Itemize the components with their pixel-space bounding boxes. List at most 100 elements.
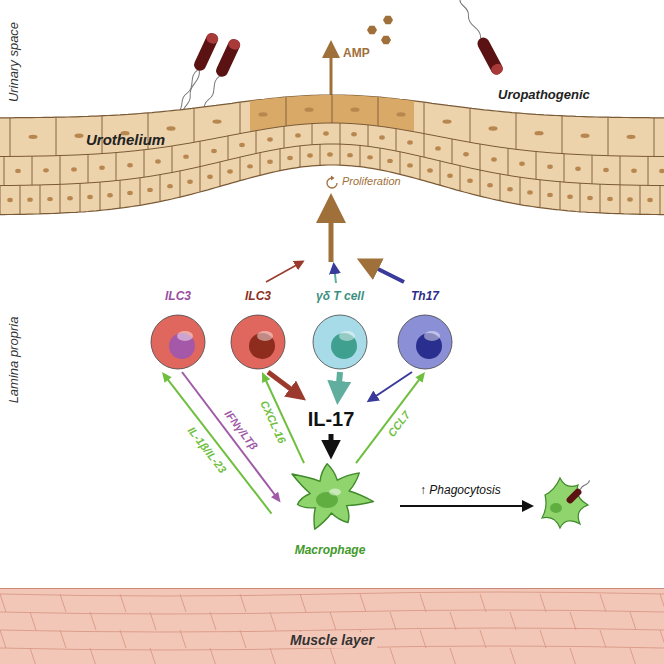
cell-highlight bbox=[339, 331, 355, 341]
cell-nucleus bbox=[47, 197, 53, 201]
cell-border bbox=[284, 126, 285, 148]
cell-border bbox=[500, 174, 501, 201]
immune-cell: ILC3 bbox=[218, 290, 298, 372]
muscle-fiber-line bbox=[390, 648, 396, 664]
cell-nucleus bbox=[387, 159, 393, 163]
cell-nucleus bbox=[379, 135, 385, 139]
cell-border bbox=[564, 154, 565, 182]
cell-nucleus bbox=[351, 107, 360, 111]
text-label: ↑ Phagocytosis bbox=[420, 484, 501, 498]
edge-label: CXCL-16 bbox=[258, 399, 289, 446]
connector-group bbox=[356, 372, 425, 463]
cell-border bbox=[562, 116, 563, 154]
cell-border bbox=[0, 186, 1, 215]
muscle-fiber-line bbox=[0, 592, 664, 596]
muscle-fiber-line bbox=[60, 594, 66, 612]
muscle-fiber-line bbox=[390, 612, 396, 630]
cell-border bbox=[452, 139, 453, 164]
muscle-fiber-line bbox=[0, 594, 6, 612]
cell-border bbox=[400, 152, 401, 175]
cell-border bbox=[180, 171, 181, 197]
muscle-fiber-line bbox=[150, 612, 156, 630]
cell-nucleus bbox=[107, 193, 113, 197]
muscle-fiber-line bbox=[210, 612, 216, 630]
cell-border bbox=[260, 153, 261, 176]
muscle-fiber-line bbox=[330, 648, 336, 664]
muscle-fiber-line bbox=[510, 648, 516, 664]
cell-border bbox=[240, 102, 241, 133]
muscle-fiber-line bbox=[90, 612, 96, 630]
cell-nucleus bbox=[71, 167, 77, 171]
muscle-fiber-line bbox=[450, 612, 456, 630]
cell-border bbox=[378, 97, 379, 126]
cell-border bbox=[40, 185, 41, 214]
muscle-fiber-line bbox=[600, 630, 606, 648]
cell-border bbox=[144, 150, 145, 177]
cell-body bbox=[151, 315, 205, 369]
cell-nucleus bbox=[327, 152, 333, 156]
cell-nucleus bbox=[351, 132, 357, 136]
muscle-fiber-line bbox=[480, 630, 486, 648]
cell-highlight bbox=[329, 489, 341, 496]
text-label: IL-17 bbox=[308, 408, 355, 431]
muscle-fiber-line bbox=[660, 630, 664, 648]
cell-nucleus bbox=[463, 152, 469, 156]
cell-nucleus bbox=[211, 149, 217, 153]
cell-nucleus bbox=[607, 197, 613, 201]
cell-border bbox=[120, 180, 121, 208]
cell-border bbox=[340, 123, 341, 144]
cell-nucleus bbox=[99, 166, 105, 170]
muscle-fiber-line bbox=[630, 648, 636, 664]
cell-border bbox=[140, 178, 141, 206]
muscle-fiber-line bbox=[120, 594, 126, 612]
cell-border bbox=[360, 145, 361, 166]
muscle-fiber-line bbox=[540, 630, 546, 648]
muscle-fiber-line bbox=[450, 648, 456, 664]
muscle-fiber-line bbox=[90, 648, 96, 664]
muscle-fiber-line bbox=[240, 594, 246, 612]
muscle-fiber-line bbox=[0, 610, 664, 614]
cell-nucleus bbox=[7, 198, 13, 202]
cell-nucleus bbox=[305, 107, 314, 111]
cell-border bbox=[600, 184, 601, 213]
cell-nucleus bbox=[367, 155, 373, 159]
cell-border bbox=[240, 157, 241, 181]
cell-nucleus bbox=[29, 135, 38, 139]
cell-nucleus bbox=[155, 159, 161, 163]
cell-border bbox=[256, 131, 257, 154]
cell-nucleus bbox=[627, 135, 636, 139]
cell-border bbox=[56, 117, 57, 155]
cell-nucleus bbox=[535, 131, 544, 135]
text-label: Uropathogenic bbox=[498, 88, 590, 103]
cell-border bbox=[660, 186, 661, 215]
cell-nucleus bbox=[147, 188, 153, 192]
cell-border bbox=[560, 182, 561, 210]
cell-nucleus bbox=[519, 162, 525, 166]
cell-nucleus bbox=[287, 156, 293, 160]
cell-nucleus bbox=[43, 168, 49, 172]
cell-border bbox=[520, 177, 521, 204]
muscle-fiber-line bbox=[120, 630, 126, 648]
cell-nucleus bbox=[507, 187, 513, 191]
muscle-fiber-line bbox=[210, 648, 216, 664]
urothelium-shape bbox=[0, 88, 664, 238]
cell-border bbox=[340, 144, 341, 165]
muscle-fiber-line bbox=[630, 612, 636, 630]
cell-name: ILC3 bbox=[165, 290, 191, 304]
edge-label: IFNγ/LTβ bbox=[222, 408, 260, 453]
cell-nucleus bbox=[213, 119, 222, 123]
band-label: Urothelium bbox=[86, 131, 165, 148]
cell-border bbox=[480, 170, 481, 196]
cytokine-arrow bbox=[167, 378, 272, 513]
immune-cell: ILC3 bbox=[138, 290, 218, 372]
cell-border bbox=[460, 166, 461, 191]
cell-border bbox=[608, 117, 609, 155]
cell-highlight bbox=[177, 331, 193, 341]
cell-nucleus bbox=[489, 126, 498, 130]
muscle-fiber-line bbox=[270, 612, 276, 630]
cell-nucleus bbox=[575, 167, 581, 171]
cell-border bbox=[280, 149, 281, 171]
cell-border bbox=[332, 95, 333, 123]
cell-border bbox=[380, 148, 381, 170]
cell-nucleus bbox=[323, 131, 329, 135]
